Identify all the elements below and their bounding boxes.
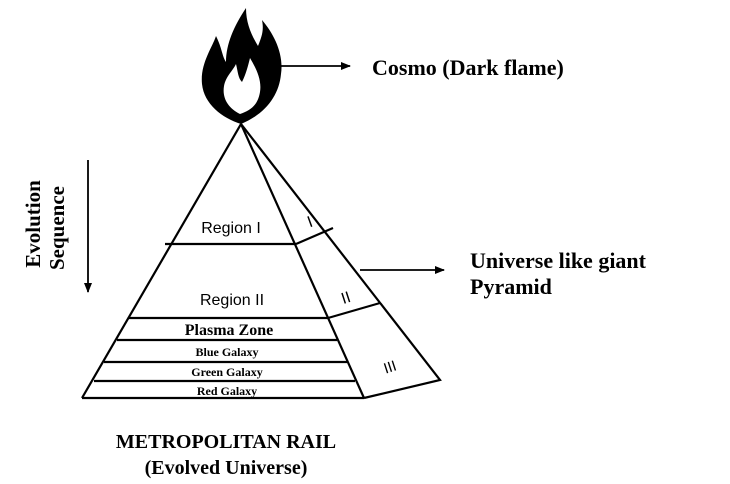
layer-label-plasma-zone: Plasma Zone <box>185 322 273 339</box>
callout-universe-line1: Universe like giant <box>470 248 647 273</box>
layer-label-blue-galaxy: Blue Galaxy <box>195 345 258 359</box>
pyramid-side-face <box>240 123 442 400</box>
evolution-label-line1: Evolution <box>21 180 45 268</box>
side-face-label-3: III <box>382 357 399 377</box>
pyramid-front-face <box>81 123 366 400</box>
callout-universe-line2: Pyramid <box>470 274 552 299</box>
layer-label-green-galaxy: Green Galaxy <box>191 365 262 379</box>
side-face-label-1: I <box>305 214 315 231</box>
side-face-label-2: II <box>339 289 353 308</box>
evolution-label-line2: Sequence <box>45 186 69 270</box>
layer-label-region-1: Region I <box>201 220 261 237</box>
layer-label-region-2: Region II <box>200 292 264 309</box>
callout-cosmo: Cosmo (Dark flame) <box>372 55 564 80</box>
layer-label-red-galaxy: Red Galaxy <box>197 384 257 398</box>
flame-icon <box>201 8 282 124</box>
caption-subtitle: (Evolved Universe) <box>145 457 308 479</box>
caption-title: METROPOLITAN RAIL <box>116 431 336 453</box>
